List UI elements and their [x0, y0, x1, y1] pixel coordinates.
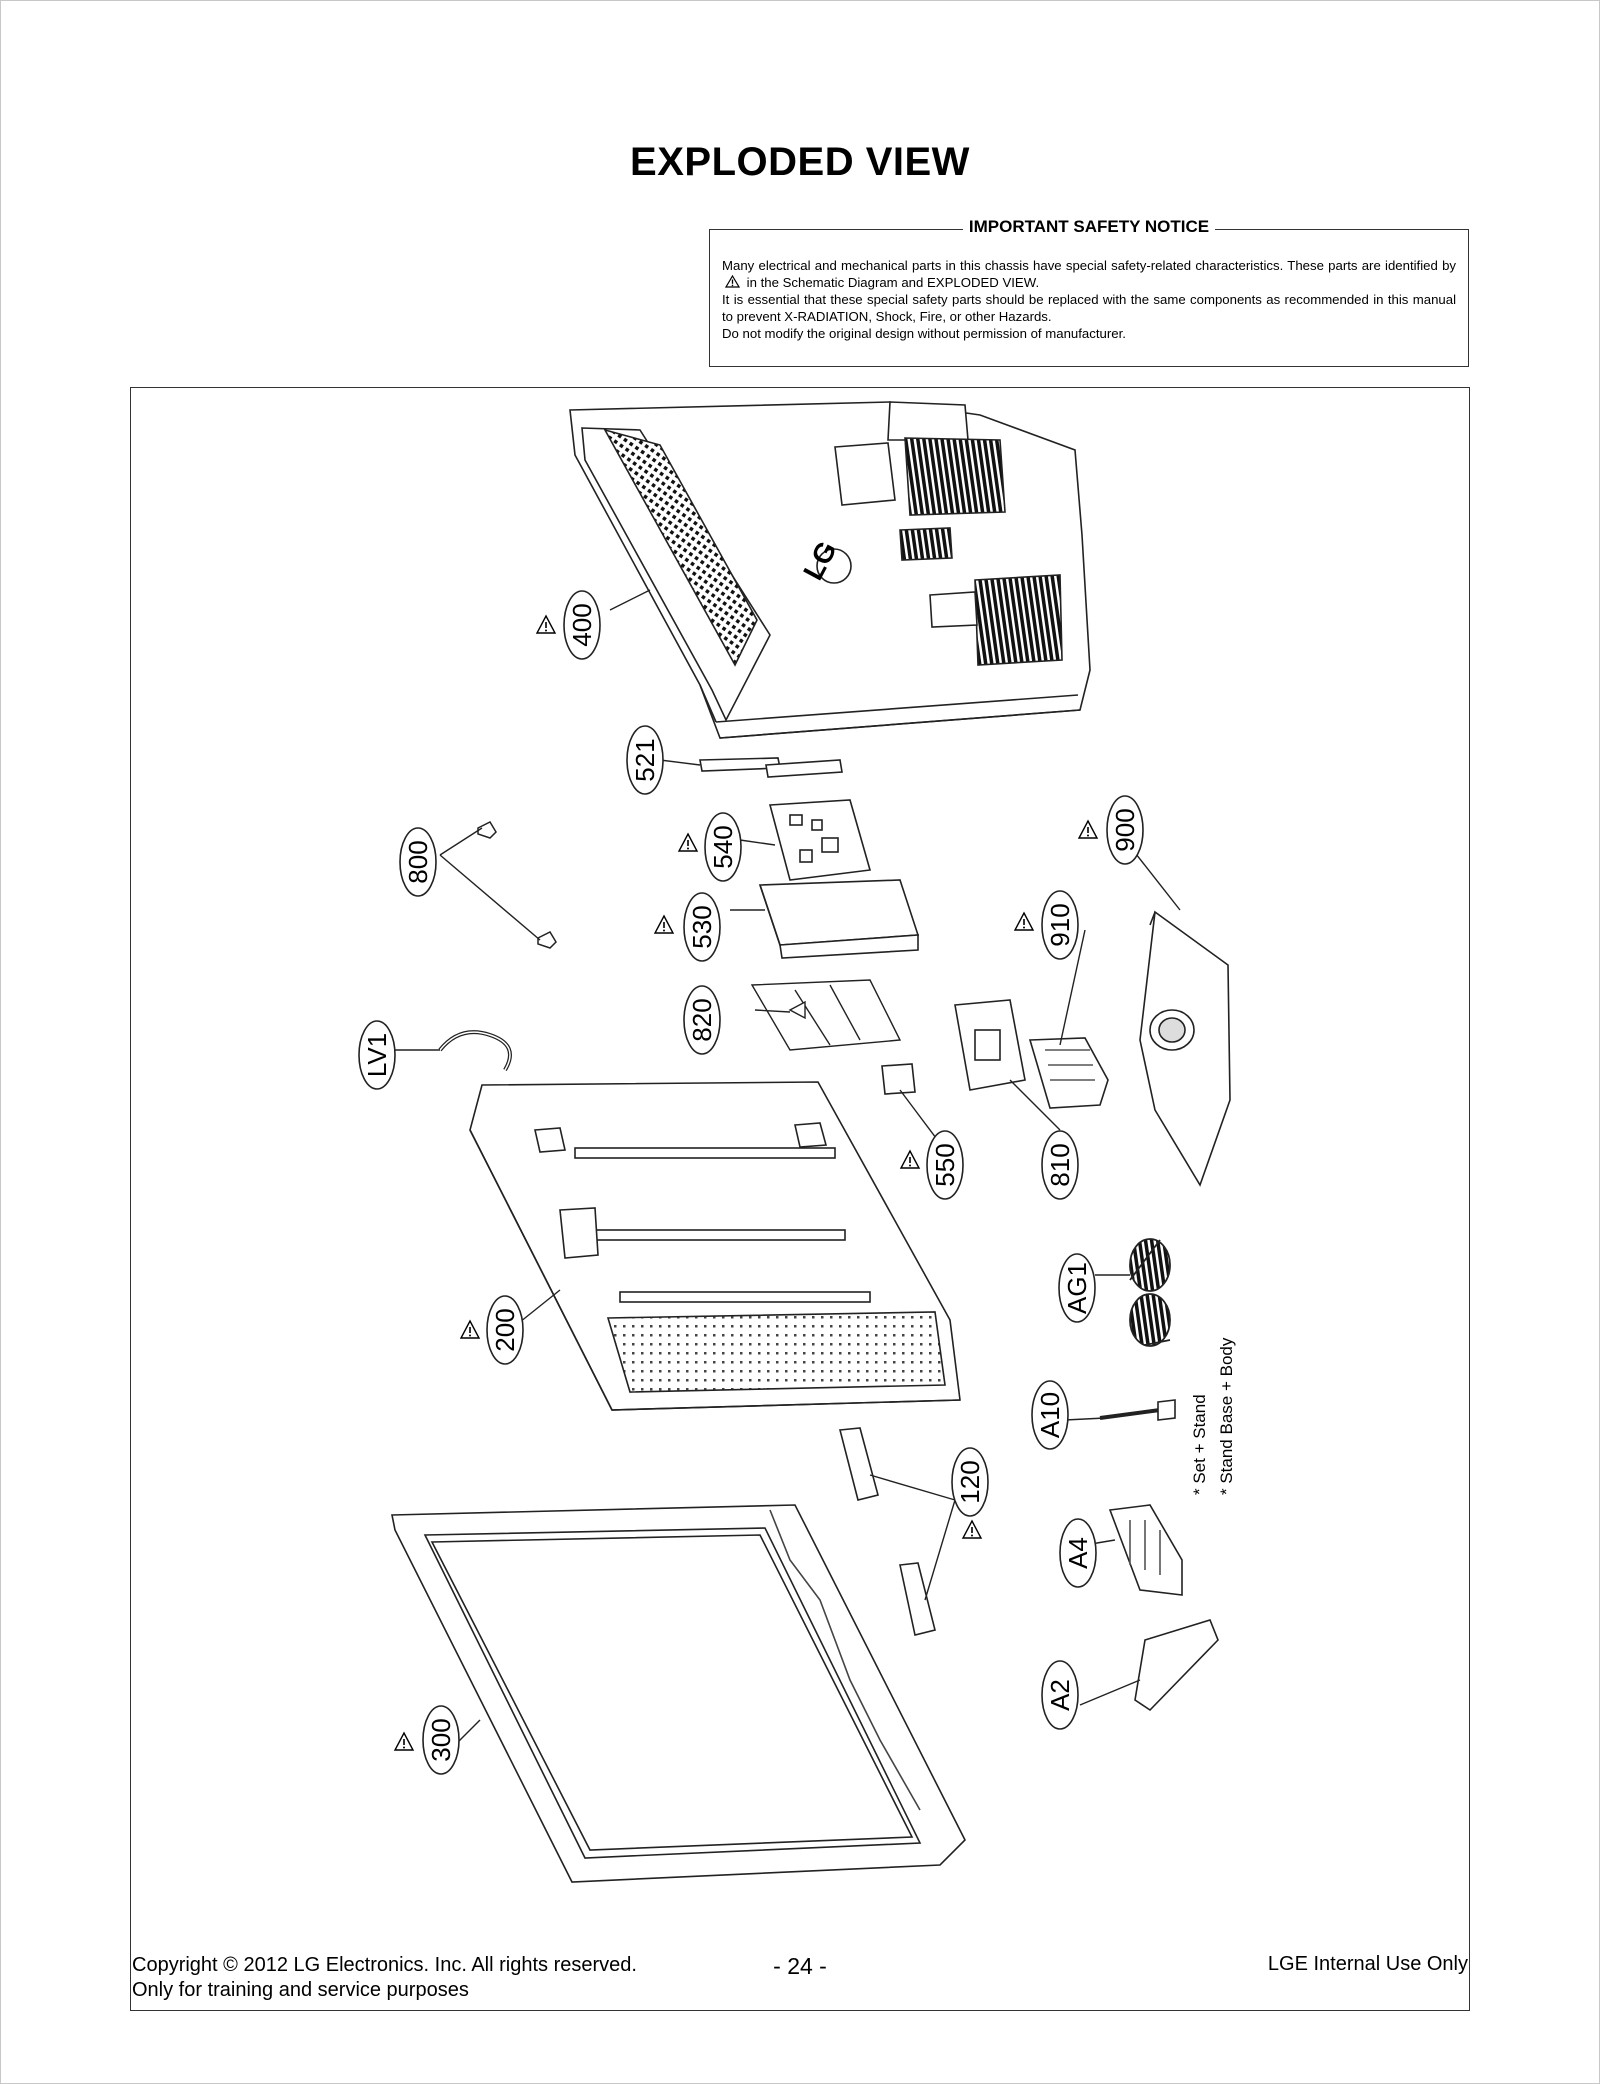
- part-label-300: 300: [394, 1705, 460, 1775]
- part-label-550: 550: [900, 1130, 964, 1200]
- svg-text:540: 540: [708, 825, 738, 868]
- back-cover-part: [569, 401, 1091, 739]
- part-521-bar: [699, 757, 843, 778]
- svg-text:820: 820: [687, 998, 717, 1041]
- svg-text:910: 910: [1045, 903, 1075, 946]
- svg-text:530: 530: [687, 905, 717, 948]
- part-label-a4: A4: [1059, 1518, 1097, 1588]
- part-label-540: 540: [678, 812, 742, 882]
- warning-triangle-icon: [724, 274, 741, 288]
- svg-text:400: 400: [567, 603, 597, 646]
- note-stand-base-body: * Stand Base + Body: [1217, 1337, 1236, 1495]
- main-chassis-part: [469, 1081, 961, 1411]
- part-label-810: 810: [1041, 1130, 1079, 1200]
- main-board-part: [768, 799, 872, 881]
- part-label-lv1: LV1: [358, 1020, 396, 1090]
- svg-text:120: 120: [955, 1460, 985, 1503]
- page-number: - 24 -: [773, 1953, 827, 1979]
- internal-use-text: LGE Internal Use Only: [1267, 1953, 1468, 1975]
- part-label-910: 910: [1014, 890, 1079, 960]
- diagram-frame: [130, 387, 1470, 2011]
- safety-notice-line1-end: in the Schematic Diagram and EXPLODED VI…: [746, 275, 1040, 290]
- stand-bracket-part: [954, 999, 1026, 1091]
- glasses-part: [1129, 1238, 1171, 1347]
- part-label-200: 200: [460, 1295, 524, 1365]
- part-label-a2: A2: [1041, 1660, 1079, 1730]
- stand-neck-part: [1028, 1037, 1109, 1109]
- stand-base-part: [1139, 910, 1231, 1187]
- part-label-120: 120: [951, 1447, 989, 1539]
- part-label-400: 400: [536, 590, 601, 660]
- front-bezel-part: [391, 1504, 966, 1883]
- part-label-a10: A10: [1031, 1380, 1069, 1450]
- svg-text:810: 810: [1045, 1143, 1075, 1186]
- insulator-sheet-part: [750, 979, 902, 1051]
- cable-part: [438, 1030, 512, 1072]
- safety-notice-line3: Do not modify the original design withou…: [722, 326, 1126, 341]
- svg-text:LV1: LV1: [362, 1033, 392, 1077]
- svg-text:200: 200: [490, 1308, 520, 1351]
- safety-notice-line1: Many electrical and mechanical parts in …: [722, 258, 1456, 273]
- safety-notice-box: IMPORTANT SAFETY NOTICE Many electrical …: [709, 217, 1469, 367]
- part-label-ag1: AG1: [1058, 1253, 1096, 1323]
- svg-text:800: 800: [403, 840, 433, 883]
- safety-notice-text: Many electrical and mechanical parts in …: [722, 257, 1456, 342]
- svg-text:521: 521: [630, 738, 660, 781]
- stand-cover-part: [1134, 1619, 1219, 1712]
- part-label-820: 820: [683, 985, 721, 1055]
- page-title: EXPLODED VIEW: [630, 140, 970, 184]
- screw-part: [1099, 1399, 1176, 1421]
- clip-part: [477, 821, 557, 949]
- svg-text:A2: A2: [1045, 1679, 1075, 1711]
- part-label-521: 521: [626, 725, 664, 795]
- svg-text:550: 550: [930, 1143, 960, 1186]
- part-label-530: 530: [654, 892, 721, 962]
- note-set-stand: * Set + Stand: [1190, 1394, 1209, 1495]
- purpose-text: Only for training and service purposes: [132, 1979, 469, 2001]
- safety-notice-heading: IMPORTANT SAFETY NOTICE: [962, 217, 1216, 236]
- stand-joint-part: [1108, 1504, 1183, 1596]
- safety-notice-line2: It is essential that these special safet…: [722, 292, 1456, 324]
- copyright-text: Copyright © 2012 LG Electronics. Inc. Al…: [132, 1954, 637, 1976]
- svg-text:900: 900: [1110, 808, 1140, 851]
- svg-text:A10: A10: [1035, 1392, 1065, 1438]
- footer-left: Copyright © 2012 LG Electronics. Inc. Al…: [132, 1953, 637, 2003]
- speaker-part: [838, 1427, 936, 1636]
- part-label-900: 900: [1078, 795, 1144, 865]
- svg-text:A4: A4: [1063, 1537, 1093, 1569]
- svg-text:300: 300: [426, 1718, 456, 1761]
- leader-lines: [395, 589, 1181, 1756]
- shield-cover-part: [758, 879, 920, 959]
- part-550: [881, 1063, 916, 1095]
- part-label-800: 800: [399, 827, 437, 897]
- svg-text:AG1: AG1: [1062, 1262, 1092, 1314]
